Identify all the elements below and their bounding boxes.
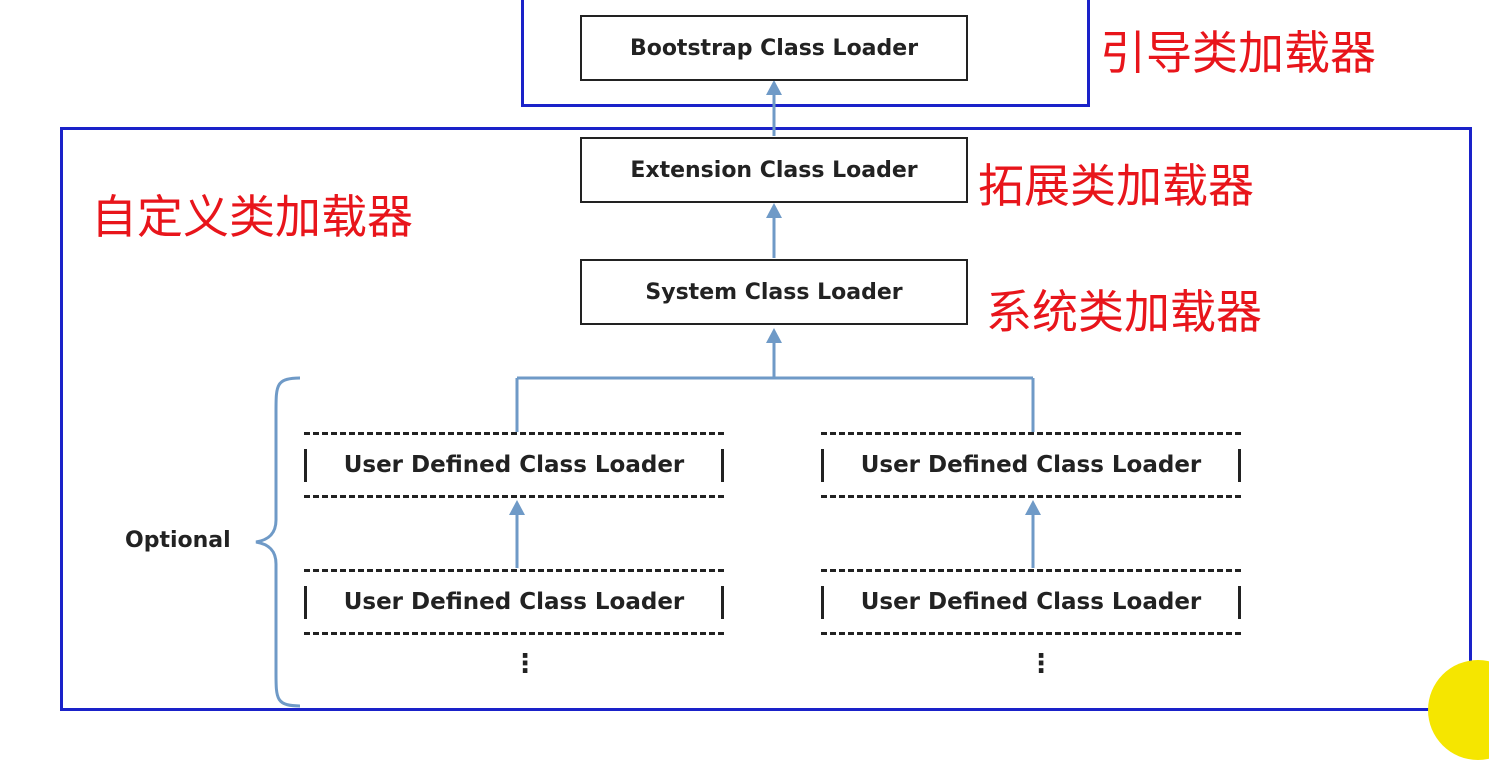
arrow-head-user-right [1025,500,1041,515]
user-defined-loader-label: User Defined Class Loader [343,452,685,478]
user-defined-loader-box: User Defined Class Loader [821,569,1241,635]
optional-label: Optional [125,528,231,553]
system-class-loader-box: System Class Loader [580,259,968,325]
user-defined-loader-box: User Defined Class Loader [821,432,1241,498]
ellipsis-right: ⋮ [1028,649,1054,679]
bootstrap-cn-label: 引导类加载器 [1100,26,1376,80]
user-defined-loader-box: User Defined Class Loader [304,569,724,635]
extension-class-loader-box: Extension Class Loader [580,137,968,203]
ellipsis-left: ⋮ [512,649,538,679]
arrow-head-extension [766,203,782,218]
arrow-head-bootstrap [766,80,782,95]
bootstrap-frame [521,0,1090,107]
arrow-head-system [766,328,782,343]
user-defined-loader-label: User Defined Class Loader [860,452,1202,478]
system-cn-label: 系统类加载器 [986,285,1262,339]
connector-arrows [509,80,1041,568]
optional-brace [255,376,300,708]
arrow-head-user-left [509,500,525,515]
custom-cn-label: 自定义类加载器 [91,190,413,244]
custom-loader-frame [60,127,1472,711]
bootstrap-class-loader-box: Bootstrap Class Loader [580,15,968,81]
extension-cn-label: 拓展类加载器 [978,159,1254,213]
user-defined-loader-label: User Defined Class Loader [343,589,685,615]
user-defined-loader-box: User Defined Class Loader [304,432,724,498]
user-defined-loader-label: User Defined Class Loader [860,589,1202,615]
